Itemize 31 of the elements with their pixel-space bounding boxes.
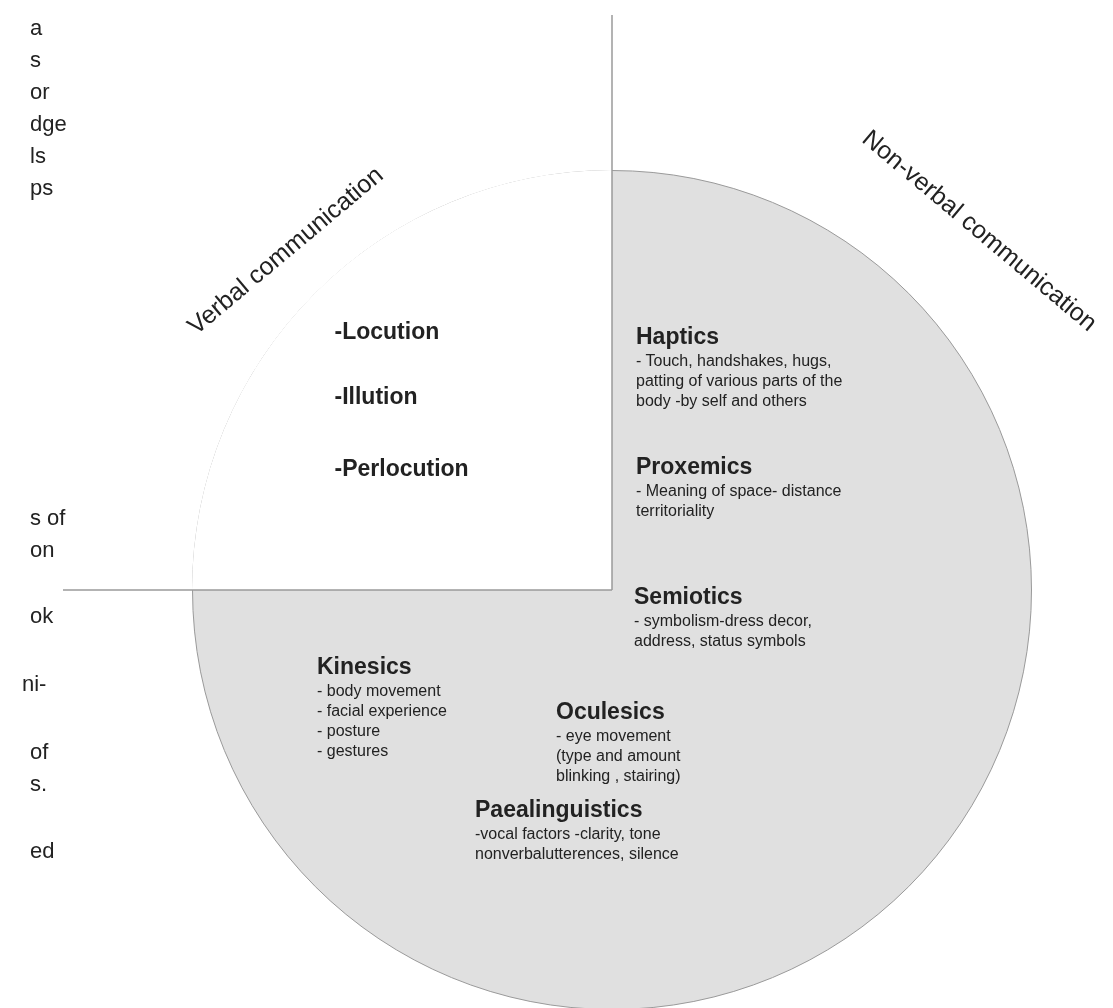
text-fragment: on <box>30 537 55 563</box>
text-fragment: a <box>30 15 43 41</box>
category-heading: Oculesics <box>556 698 665 724</box>
text-fragment: dge <box>30 111 67 137</box>
description-text: - Touch, handshakes, hugs, patting of various parts of the body -by self and others <box>636 351 844 411</box>
speech-act-term: -Illution <box>334 382 418 409</box>
category-heading: Proxemics <box>636 453 753 479</box>
description-text: - eye movement (type and amount blinking , stairing) <box>556 726 682 786</box>
text-fragment: ls <box>30 143 46 169</box>
text-fragment: ps <box>30 175 54 201</box>
category-heading: Kinesics <box>317 653 412 679</box>
text-fragment: or <box>30 79 50 105</box>
description-text: - gestures <box>317 741 389 761</box>
description-text: - body movement <box>317 681 441 701</box>
description-text: - Meaning of space- distance territoriality <box>636 481 843 521</box>
description-text: - facial experience <box>317 701 447 721</box>
description-text: - symbolism-dress decor, address, status symbols <box>634 611 813 651</box>
text-fragment: of <box>30 739 49 765</box>
description-text: - posture <box>317 721 381 741</box>
text-fragment: s <box>30 47 41 73</box>
category-heading: Paealinguistics <box>475 796 643 822</box>
text-fragment: ni- <box>22 671 47 697</box>
text-fragment: ok <box>30 603 54 629</box>
speech-act-term: -Perlocution <box>334 454 469 481</box>
text-fragment: ed <box>30 838 55 864</box>
category-heading: Semiotics <box>634 583 743 609</box>
speech-act-term: -Locution <box>334 317 440 344</box>
description-text: -vocal factors -clarity, tone nonverbalutterences, silence <box>475 824 680 864</box>
category-heading: Haptics <box>636 323 720 349</box>
text-fragment: s of <box>30 505 66 531</box>
text-fragment: s. <box>30 771 48 797</box>
